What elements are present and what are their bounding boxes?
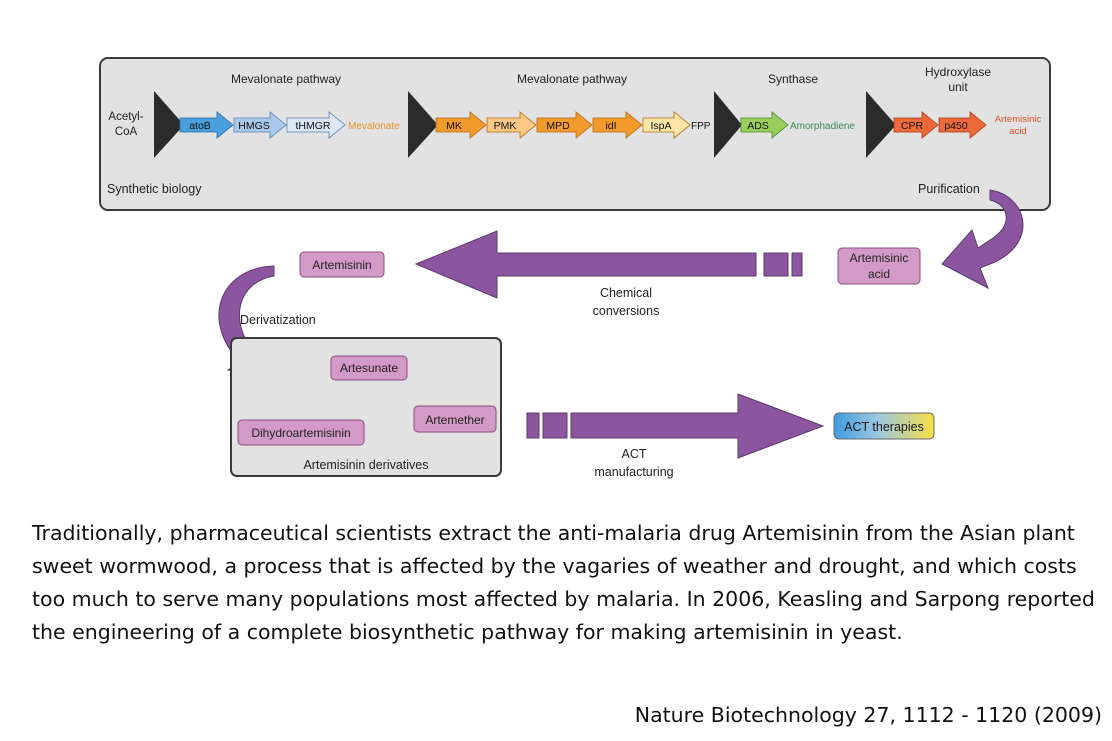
act-manufacturing-label-line-2: manufacturing (594, 465, 673, 479)
chemical-conversion-segment-2 (791, 252, 803, 277)
gene-arrow-atob (179, 111, 234, 139)
section-3-title: Synthase (768, 72, 818, 86)
gene-label-mpd: MPD (546, 120, 570, 132)
gene-arrow-mpd (536, 111, 593, 139)
gene-arrow-cpr (893, 111, 939, 139)
section-1-title: Mevalonate pathway (231, 72, 341, 86)
gene-label-thmgr: tHMGR (296, 120, 331, 132)
chemical-conversion-segment-1 (763, 252, 789, 277)
gene-label-idi: idI (605, 120, 616, 132)
synthetic-biology-panel (99, 57, 1051, 211)
gene-arrow-p450 (938, 111, 987, 139)
citation: Nature Biotechnology 27, 1112 - 1120 (20… (634, 703, 1102, 727)
promoter-triangle-1 (154, 91, 184, 158)
artemisinin-box (299, 251, 385, 278)
gene-arrow-ispa (642, 111, 691, 139)
derivatization-label: Derivatization (240, 313, 316, 327)
chemical-conversions-label-line-1: Chemical (600, 286, 652, 300)
product-artemisinic-acid-line-2: acid (1009, 126, 1026, 137)
product-amorphadiene: Amorphadiene (790, 121, 855, 132)
artesunate-box (330, 355, 408, 381)
chemical-conversions-label-line-2: conversions (593, 304, 660, 318)
gene-arrow-mk (435, 111, 487, 139)
caption-paragraph: Traditionally, pharmaceutical scientists… (32, 521, 1095, 644)
dihydroartemisinin-box (237, 419, 365, 446)
gene-label-cpr: CPR (901, 120, 924, 132)
purification-curve-arrow (941, 189, 1024, 290)
purification-label: Purification (918, 182, 980, 196)
artemisinic-acid-box (837, 247, 921, 285)
gene-label-hmgs: HMGS (238, 120, 270, 132)
gene-arrow-ads (740, 111, 789, 139)
artemether-label: Artemether (425, 413, 484, 427)
promoter-triangle-2 (408, 91, 438, 158)
act-arrow-segment-1 (526, 412, 540, 439)
act-manufacturing-arrow (570, 393, 825, 459)
gene-arrow-pmk (486, 111, 537, 139)
gene-label-mk: MK (446, 120, 462, 132)
acetyl-coa-label-line-1: Acetyl- (108, 111, 143, 123)
synthetic-biology-label: Synthetic biology (107, 182, 202, 196)
chemical-conversion-arrow (414, 230, 757, 299)
product-fpp: FPP (691, 121, 711, 132)
product-artemisinic-acid-line-1: Artemisinic (995, 114, 1042, 125)
promoter-triangle-4 (866, 91, 896, 158)
gene-label-ads: ADS (747, 120, 769, 132)
gene-label-p450: p450 (944, 120, 968, 132)
gene-arrow-thmgr (286, 111, 346, 139)
section-4-title-line-2: unit (948, 80, 968, 94)
gene-label-pmk: PMK (494, 120, 517, 132)
act-manufacturing-label-line-1: ACT (622, 447, 647, 461)
gene-arrow-idi (592, 111, 643, 139)
pathway-diagram: Mevalonate pathway Mevalonate pathway Sy… (99, 57, 1051, 479)
artemisinin-derivatives-label: Artemisinin derivatives (303, 458, 428, 472)
artemisinic-acid-label-line-2: acid (868, 267, 890, 281)
gene-label-atob: atoB (189, 120, 211, 132)
artesunate-label: Artesunate (340, 361, 398, 375)
section-4-title-line-1: Hydroxylase (925, 65, 991, 79)
artemisinic-acid-label-line-1: Artemisinic (850, 251, 909, 265)
act-arrow-segment-2 (542, 412, 568, 439)
product-mevalonate: Mevalonate (348, 121, 400, 132)
act-therapies-label: ACT therapies (844, 420, 924, 434)
gene-label-ispa: IspA (650, 120, 671, 132)
gene-arrow-hmgs (233, 111, 287, 139)
act-therapies-box (833, 412, 935, 440)
promoter-triangle-3 (714, 91, 742, 158)
dihydroartemisinin-label: Dihydroartemisinin (251, 426, 350, 440)
artemether-box (413, 405, 497, 433)
acetyl-coa-label-line-2: CoA (115, 126, 138, 138)
section-2-title: Mevalonate pathway (517, 72, 627, 86)
artemisinin-label: Artemisinin (312, 258, 371, 272)
